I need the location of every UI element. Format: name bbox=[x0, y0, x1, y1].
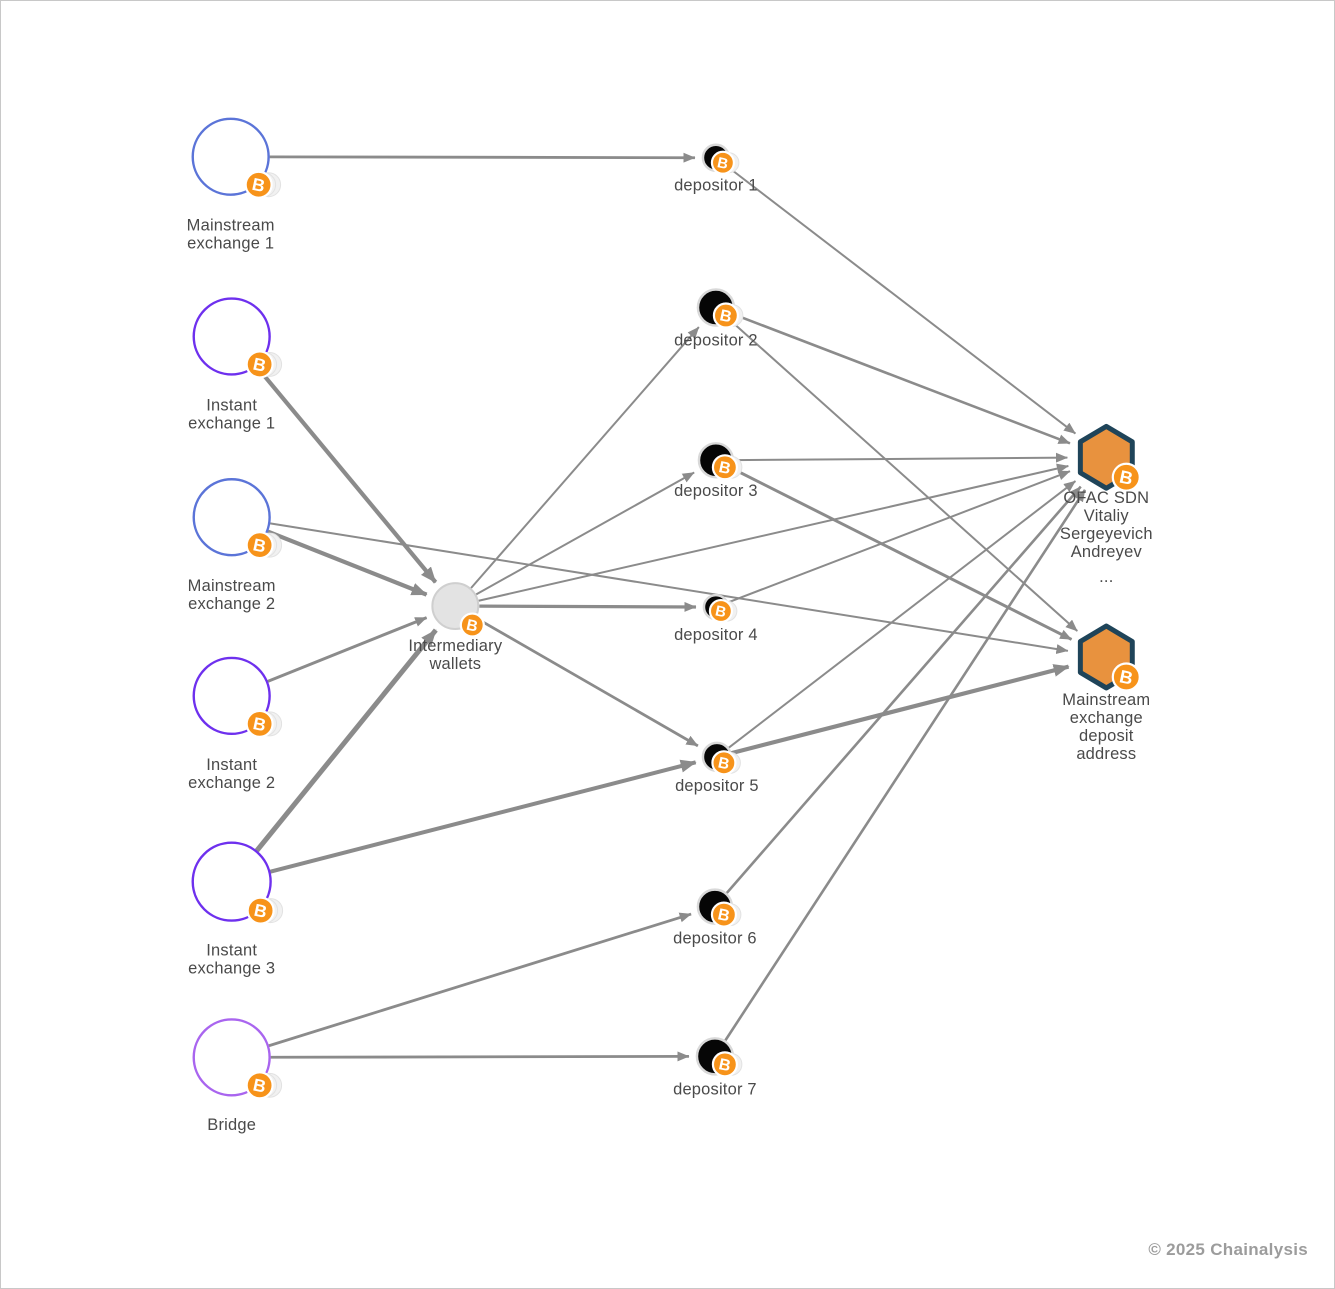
node-d3[interactable]: B bbox=[697, 442, 743, 481]
bitcoin-glyph: B bbox=[465, 617, 479, 636]
edge-bridge-d6[interactable] bbox=[268, 912, 692, 1048]
node-label-d3: depositor 3 bbox=[674, 482, 758, 500]
node-bridge[interactable]: B bbox=[192, 1018, 283, 1100]
bitcoin-badge-icon bbox=[244, 170, 273, 199]
node-d5[interactable]: B bbox=[701, 741, 741, 776]
node-me2[interactable]: B bbox=[192, 478, 283, 560]
bitcoin-glyph: B bbox=[717, 458, 732, 478]
edge-bridge-d7[interactable] bbox=[270, 1051, 690, 1062]
edge-d5-meda[interactable] bbox=[730, 664, 1070, 756]
node-ie1[interactable]: B bbox=[192, 297, 283, 379]
edge-d4-ofac[interactable] bbox=[727, 470, 1071, 604]
bitcoin-badge-icon bbox=[711, 454, 738, 481]
edge-iw-d2[interactable] bbox=[470, 326, 700, 589]
node-d2[interactable]: B bbox=[696, 288, 744, 329]
node-ie2[interactable]: B bbox=[192, 656, 283, 738]
bitcoin-badge-icon bbox=[459, 612, 485, 638]
edge-d3-meda[interactable] bbox=[731, 467, 1073, 641]
edge-me2-meda[interactable] bbox=[269, 522, 1069, 654]
bitcoin-glyph: B bbox=[718, 306, 733, 326]
bitcoin-glyph: B bbox=[1118, 467, 1135, 489]
bitcoin-glyph: B bbox=[251, 1075, 268, 1097]
bitcoin-glyph: B bbox=[717, 1055, 732, 1075]
bitcoin-glyph: B bbox=[716, 155, 730, 173]
edge-me1-d1[interactable] bbox=[269, 152, 696, 163]
node-label-d1: depositor 1 bbox=[674, 177, 758, 195]
edge-d6-ofac[interactable] bbox=[725, 485, 1082, 894]
bitcoin-badge-icon bbox=[711, 750, 737, 776]
edge-iw-d4[interactable] bbox=[479, 601, 697, 612]
node-label-d7: depositor 7 bbox=[673, 1080, 757, 1098]
bitcoin-glyph: B bbox=[716, 754, 730, 773]
bitcoin-badge-icon bbox=[245, 1071, 274, 1100]
node-d1[interactable]: B bbox=[701, 143, 740, 175]
bitcoin-badge-icon bbox=[245, 350, 274, 379]
node-ofac[interactable]: B bbox=[1077, 423, 1141, 492]
edge-d3-ofac[interactable] bbox=[733, 452, 1068, 463]
edge-me2-iw[interactable] bbox=[267, 529, 428, 597]
bitcoin-badge-icon bbox=[246, 896, 275, 925]
edge-d5-ofac[interactable] bbox=[728, 480, 1077, 749]
edge-iw-d3[interactable] bbox=[475, 471, 695, 596]
edge-ie3-d5[interactable] bbox=[269, 759, 697, 874]
node-meda[interactable]: B bbox=[1077, 623, 1141, 692]
bitcoin-badge-icon bbox=[710, 901, 737, 928]
node-ie3[interactable]: B bbox=[191, 841, 284, 925]
copyright-text: © 2025 Chainalysis bbox=[1148, 1240, 1308, 1259]
bitcoin-badge-icon bbox=[711, 1051, 738, 1078]
node-label-d6: depositor 6 bbox=[673, 930, 757, 948]
bitcoin-badge-icon bbox=[1111, 462, 1141, 492]
edge-d2-meda[interactable] bbox=[729, 319, 1078, 632]
edges-layer bbox=[254, 152, 1087, 1062]
bitcoin-badge-icon bbox=[708, 598, 733, 624]
bitcoin-badge-icon bbox=[710, 150, 735, 175]
bitcoin-glyph: B bbox=[1118, 666, 1135, 688]
node-d6[interactable]: B bbox=[696, 888, 742, 928]
bitcoin-badge-icon bbox=[245, 709, 274, 738]
bitcoin-badge-icon bbox=[245, 531, 274, 560]
edge-ie1-iw[interactable] bbox=[254, 365, 438, 584]
edge-iw-ofac[interactable] bbox=[478, 463, 1069, 602]
edge-iw-d5[interactable] bbox=[475, 616, 699, 748]
edge-d2-ofac[interactable] bbox=[733, 313, 1071, 445]
edge-d7-ofac[interactable] bbox=[724, 489, 1087, 1042]
bitcoin-glyph: B bbox=[251, 713, 268, 735]
node-me1[interactable]: B bbox=[191, 117, 282, 199]
edge-d1-ofac[interactable] bbox=[726, 165, 1077, 435]
bitcoin-glyph: B bbox=[250, 174, 267, 196]
bitcoin-glyph: B bbox=[714, 603, 728, 621]
bitcoin-glyph: B bbox=[251, 354, 268, 376]
node-label-d5: depositor 5 bbox=[675, 777, 759, 795]
node-d4[interactable]: B bbox=[702, 593, 738, 624]
edge-ie2-iw[interactable] bbox=[267, 616, 428, 683]
node-label-d4: depositor 4 bbox=[674, 626, 758, 644]
node-d7[interactable]: B bbox=[695, 1037, 743, 1078]
nodes-layer: B B B B B B B B B B B B B B B B bbox=[191, 117, 1141, 1100]
bitcoin-badge-icon bbox=[1111, 662, 1141, 692]
bitcoin-badge-icon bbox=[712, 302, 739, 329]
bitcoin-glyph: B bbox=[252, 900, 269, 922]
bitcoin-glyph: B bbox=[716, 905, 731, 925]
bitcoin-glyph: B bbox=[251, 534, 268, 556]
edge-ie3-iw[interactable] bbox=[254, 628, 438, 853]
node-iw[interactable]: B bbox=[431, 582, 485, 638]
node-label-bridge: Bridge bbox=[207, 1116, 256, 1134]
node-label-d2: depositor 2 bbox=[674, 331, 758, 349]
